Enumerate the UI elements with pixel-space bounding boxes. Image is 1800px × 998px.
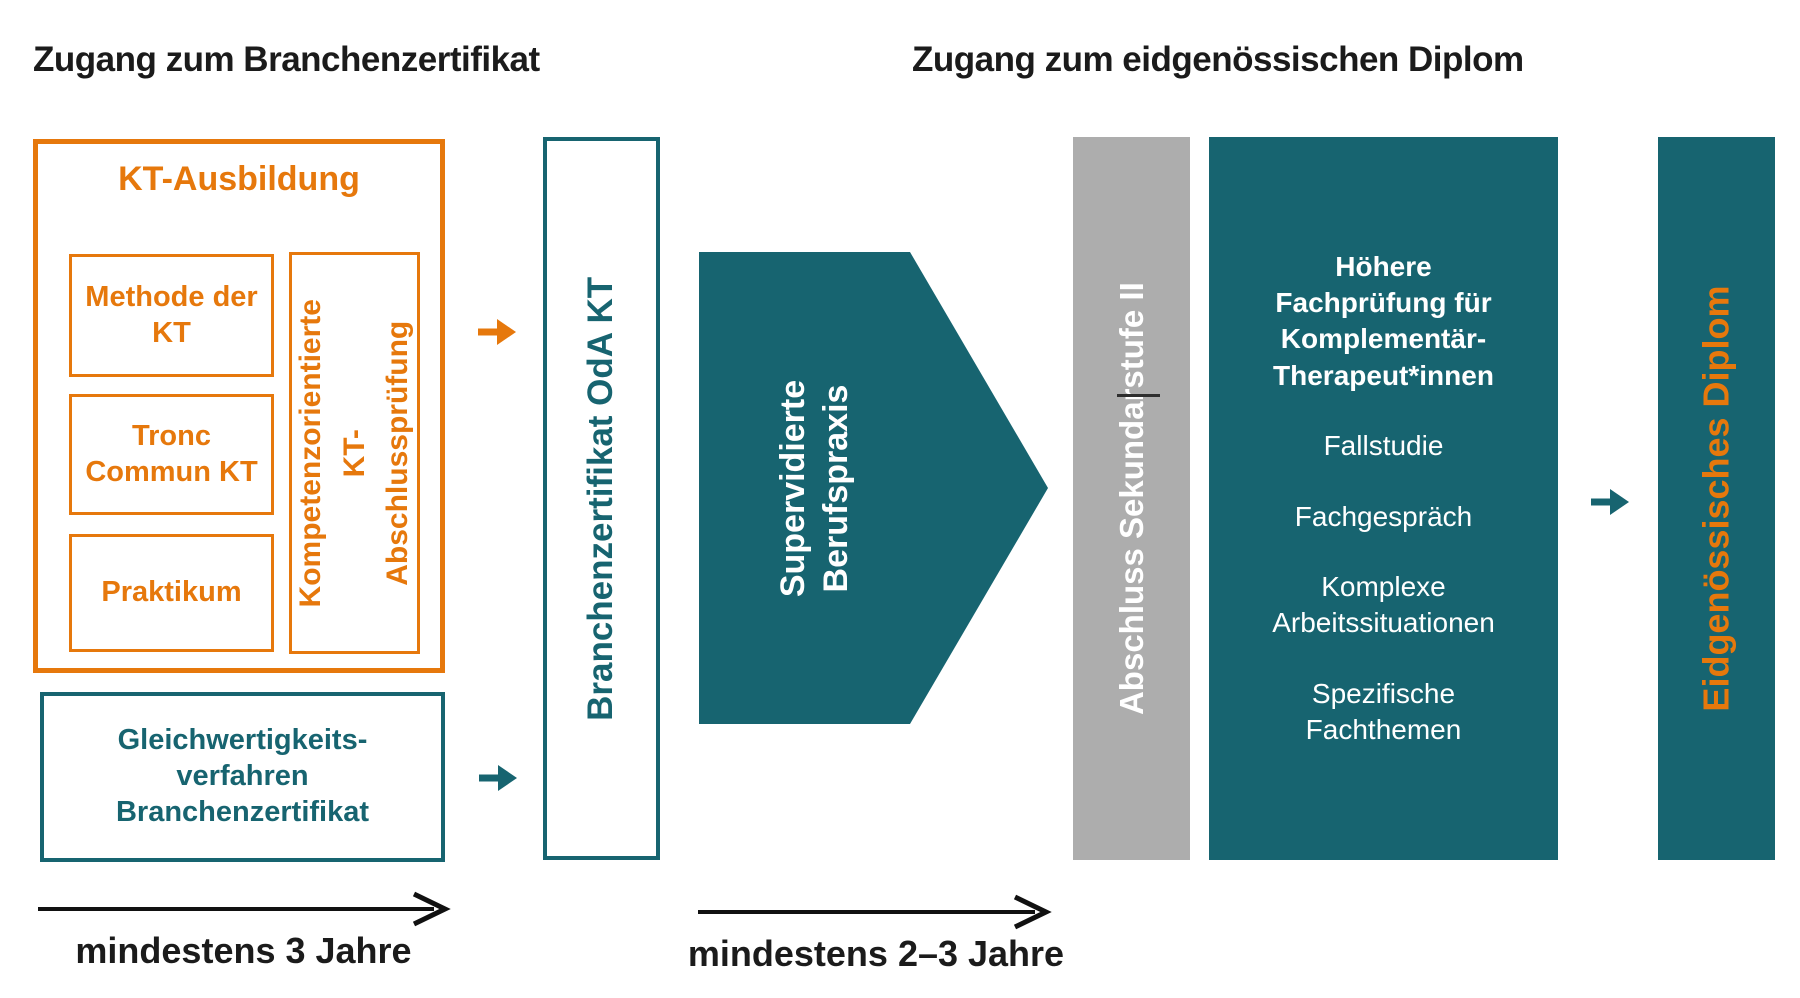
methode-box: Methode der KT (69, 254, 274, 377)
hf-item-fachthemen: Spezifische Fachthemen (1305, 677, 1462, 746)
sekundarstufe-label: Abschluss Sekundarstufe II (1112, 282, 1150, 715)
timeline-right-label: mindestens 2–3 Jahre (687, 933, 1065, 974)
hf-item-fallstudie: Fallstudie (1323, 430, 1444, 462)
sekundarstufe-bar: Abschluss Sekundarstufe II (1073, 137, 1190, 860)
berufspraxis-label-wrap: Supervidierte Berufspraxis (697, 250, 933, 726)
abschlusspruefung-box: Kompetenzorientierte KT-Abschlussprüfung (289, 252, 420, 654)
hf-item-arbeitssituationen: Komplexe Arbeitssituationen (1272, 570, 1495, 639)
kt-ausbildung-title: KT-Ausbildung (118, 160, 360, 198)
gleichwertigkeit-label: Gleichwertigkeits- verfahren Branchenzer… (115, 724, 369, 828)
hf-title: Höhere Fachprüfung für Komplementär- The… (1273, 250, 1494, 391)
hf-item-fachgespraech: Fachgespräch (1294, 500, 1473, 532)
tronc-commun-box: Tronc Commun KT (69, 394, 274, 515)
stray-mark (1117, 394, 1160, 397)
heading-branchenzertifikat: Zugang zum Branchenzertifikat (33, 40, 540, 79)
branchenzertifikat-bar: Branchenzertifikat OdA KT (543, 137, 660, 860)
berufspraxis-pentagon (699, 252, 1048, 724)
diplom-label: Eidgenössisches Diplom (1696, 285, 1737, 712)
diplom-bar: Eidgenössisches Diplom (1658, 137, 1775, 860)
gleichwertigkeit-box: Gleichwertigkeits- verfahren Branchenzer… (40, 692, 445, 862)
heading-eidg-diplom: Zugang zum eidgenössischen Diplom (912, 40, 1524, 79)
teal-arrow-icon (1591, 489, 1629, 515)
berufspraxis-label: Supervidierte Berufspraxis (774, 379, 856, 597)
timeline-left-label: mindestens 3 Jahre (75, 930, 412, 971)
teal-arrow-icon (479, 765, 517, 791)
orange-arrow-icon (478, 319, 516, 345)
methode-label: Methode der KT (85, 281, 258, 349)
praktikum-box: Praktikum (69, 534, 274, 652)
praktikum-label: Praktikum (101, 576, 242, 609)
timeline-arrow-icon (38, 891, 451, 927)
kt-ausbildung-box: KT-Ausbildung Methode der KT Tronc Commu… (33, 139, 445, 673)
abschlusspruefung-label: Kompetenzorientierte KT-Abschlussprüfung (294, 298, 415, 608)
hf-box: Höhere Fachprüfung für Komplementär- The… (1209, 137, 1558, 860)
branchenzertifikat-label: Branchenzertifikat OdA KT (581, 276, 621, 721)
timeline-arrow-icon (698, 894, 1052, 930)
tronc-commun-label: Tronc Commun KT (85, 420, 258, 488)
